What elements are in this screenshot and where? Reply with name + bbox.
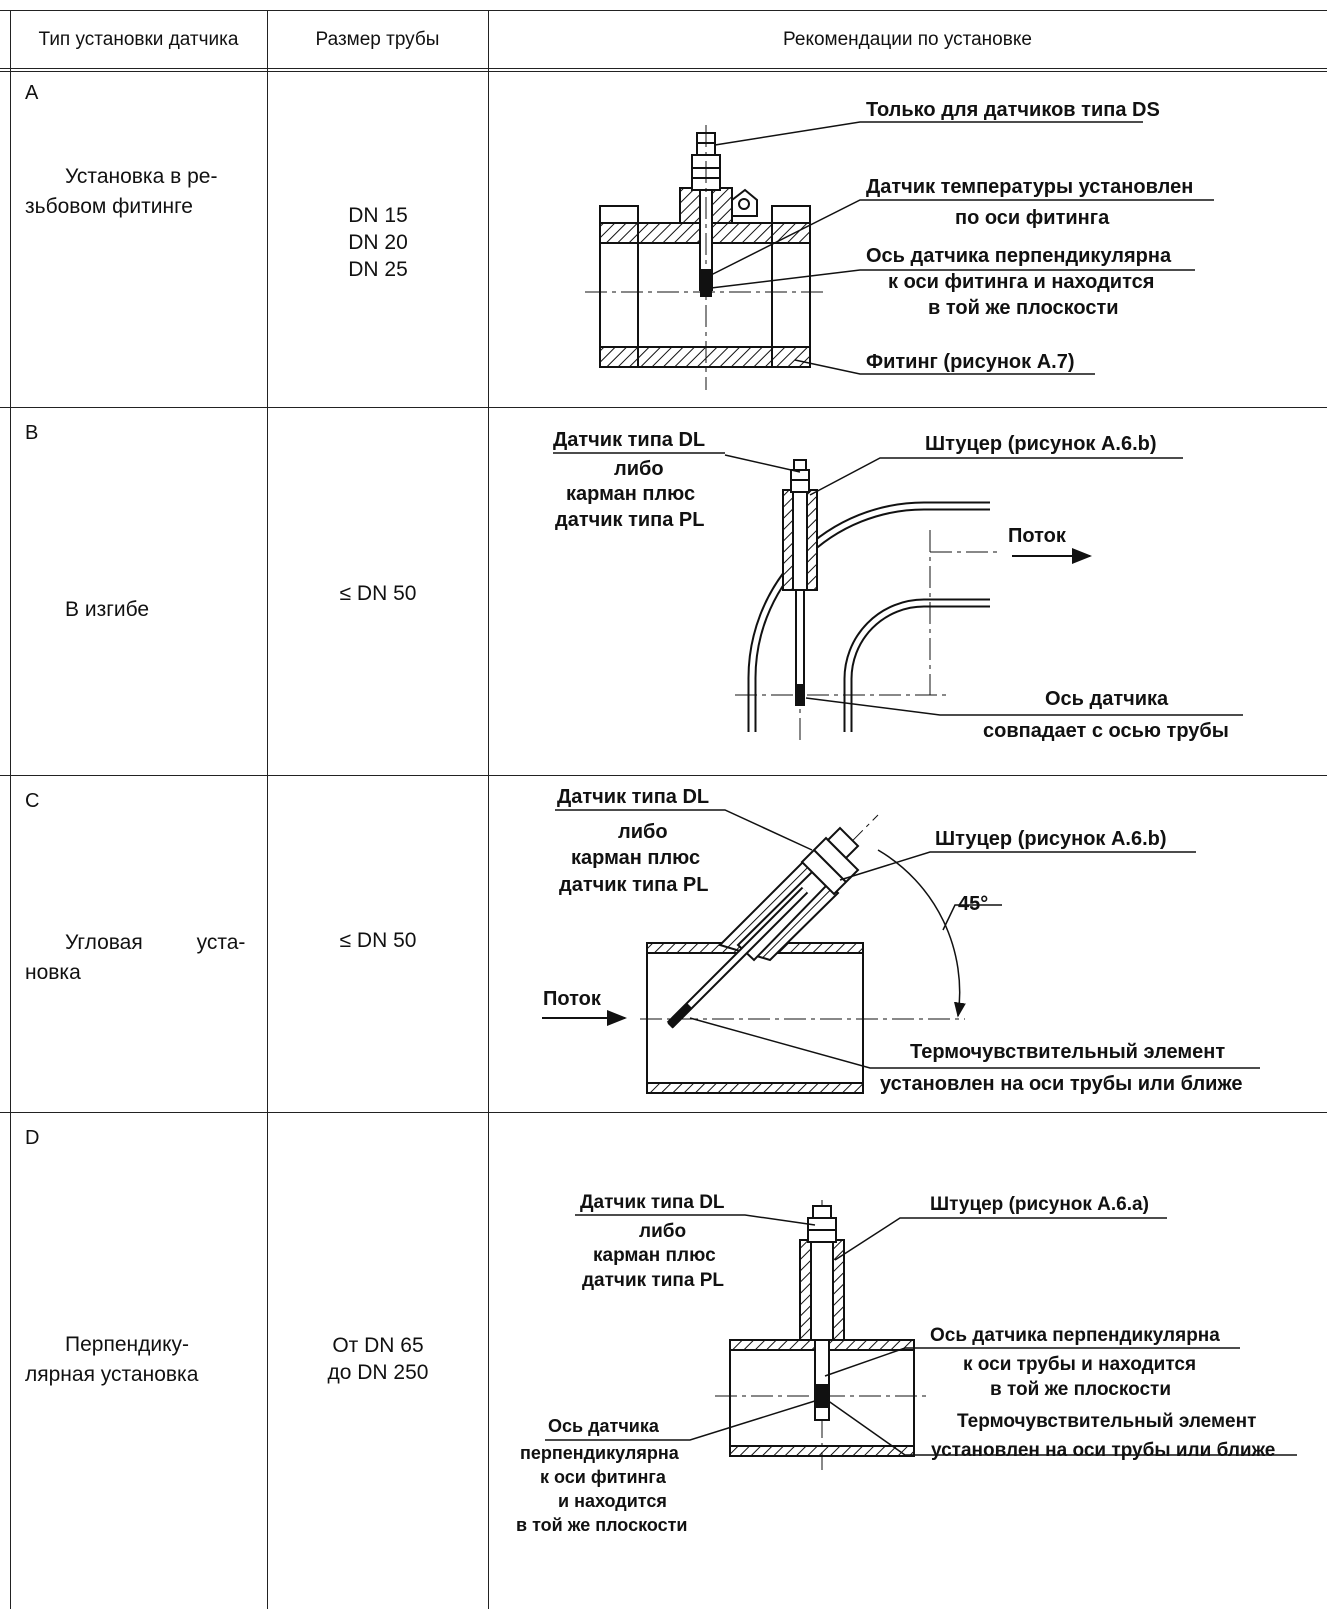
drawing-d-label-same-plane: в той же плоскости (990, 1379, 1171, 1400)
drawing-a-label-axis-fitting: к оси фитинга и находится (888, 271, 1154, 293)
row-c-size-line1: ≤ DN 50 (339, 929, 417, 952)
drawing-c-angled (542, 809, 1260, 1094)
row-b-size-line1: ≤ DN 50 (339, 582, 417, 605)
drawing-d-label-element-axis: установлен на оси трубы или ближе (931, 1440, 1275, 1461)
drawing-d-label-fitting: Штуцер (рисунок А.6.a) (930, 1194, 1149, 1215)
row-d-desc-line1: Перпендику- (65, 1333, 190, 1356)
drawing-b-label-pl: датчик типа PL (555, 509, 705, 531)
drawing-d-label-axis-sensor: Ось датчика (548, 1416, 660, 1436)
drawing-a-label-axis-perp: Ось датчика перпендикулярна (866, 245, 1172, 267)
drawing-b-label-fitting: Штуцер (рисунок А.6.b) (925, 433, 1157, 455)
row-divider-cd (0, 1112, 1327, 1113)
drawing-b-label-or: либо (614, 458, 664, 480)
header-pipe-size: Размер трубы (315, 29, 440, 50)
row-a-description: Установка в ре- зьбовом фитинге (25, 162, 255, 222)
drawing-c-label-flow: Поток (543, 988, 602, 1010)
header-sensor-type: Тип установки датчика (38, 29, 239, 50)
drawing-b-label-flow: Поток (1008, 525, 1067, 547)
drawing-c-label-pocket: карман плюс (571, 847, 700, 869)
row-c-size: ≤ DN 50 (268, 927, 488, 954)
row-divider-bc (0, 775, 1327, 776)
drawing-c-label-pl: датчик типа PL (559, 874, 709, 896)
row-a-letter: A (25, 82, 39, 104)
row-a-size-line3: DN 25 (348, 258, 408, 281)
drawing-d-label-fitting-axis: к оси фитинга (540, 1467, 667, 1487)
drawing-c-label-dl: Датчик типа DL (557, 786, 709, 808)
table-border-top (0, 10, 1327, 11)
drawing-a-label-fitting-ref: Фитинг (рисунок А.7) (866, 351, 1075, 373)
row-a-size: DN 15 DN 20 DN 25 (268, 202, 488, 283)
drawing-d-label-pocket: карман плюс (593, 1245, 716, 1266)
drawing-c-label-fitting: Штуцер (рисунок А.6.b) (935, 828, 1167, 850)
drawing-d-label-element: Термочувствительный элемент (957, 1411, 1256, 1432)
row-c-desc-line2: новка (25, 961, 81, 984)
drawing-d-label-located: и находится (558, 1491, 667, 1511)
drawing-d-label-dl: Датчик типа DL (580, 1192, 725, 1213)
drawing-c-label-or: либо (618, 821, 668, 843)
row-b-description: В изгибе (25, 595, 255, 625)
drawing-d-label-axis-pipe: к оси трубы и находится (963, 1354, 1196, 1375)
drawing-b-label-pocket: карман плюс (566, 483, 695, 505)
header-divider-2 (0, 71, 1327, 72)
row-b-letter: B (25, 422, 39, 444)
drawing-d-label-or: либо (639, 1221, 686, 1242)
row-d-size: От DN 65 до DN 250 (268, 1332, 488, 1386)
row-c-desc-line1: Угловая уста- (65, 931, 246, 954)
row-a-size-line2: DN 20 (348, 231, 408, 254)
row-divider-ab (0, 407, 1327, 408)
drawing-c-label-angle: 45° (958, 893, 988, 915)
table-border-left (10, 10, 11, 1609)
row-b-desc-line1: В изгибе (65, 598, 150, 621)
drawing-a-label-temp-sensor: Датчик температуры установлен (866, 176, 1193, 198)
drawing-d-label-same-plane-2: в той же плоскости (516, 1515, 688, 1535)
drawing-d-label-axis-perp: Ось датчика перпендикулярна (930, 1325, 1220, 1346)
row-d-size-line2: до DN 250 (327, 1361, 429, 1384)
drawing-b-bend (553, 452, 1243, 745)
row-b-size: ≤ DN 50 (268, 580, 488, 607)
header-recommendations: Рекомендации по установке (783, 29, 1032, 50)
drawing-d-label-pl: датчик типа PL (582, 1270, 724, 1291)
row-d-desc-line2: лярная установка (25, 1363, 199, 1386)
row-c-description: Угловая уста- новка (25, 928, 255, 988)
row-a-desc-line1: Установка в ре- (65, 165, 218, 188)
drawing-d-perpendicular (545, 1200, 1297, 1470)
header-divider (0, 68, 1327, 69)
row-c-letter: C (25, 790, 40, 812)
drawing-a-label-fitting-axis: по оси фитинга (955, 207, 1110, 229)
table-divider-col2 (488, 10, 489, 1609)
drawing-b-label-axis: Ось датчика (1045, 688, 1169, 710)
drawing-a-label-ds-only: Только для датчиков типа DS (866, 99, 1160, 121)
drawing-c-label-element: Термочувствительный элемент (910, 1041, 1225, 1063)
drawing-c-label-element-axis: установлен на оси трубы или ближе (880, 1073, 1243, 1095)
row-a-size-line1: DN 15 (348, 204, 408, 227)
row-d-size-line1: От DN 65 (332, 1334, 424, 1357)
drawing-d-label-perpendicular: перпендикулярна (520, 1443, 680, 1463)
drawing-a-threaded-fitting (585, 121, 1214, 390)
drawing-b-label-axis-match: совпадает с осью трубы (983, 720, 1229, 742)
drawing-a-label-same-plane: в той же плоскости (928, 297, 1119, 319)
row-a-desc-line2: зьбовом фитинге (25, 195, 193, 218)
row-d-description: Перпендику- лярная установка (25, 1330, 255, 1390)
drawing-b-label-dl: Датчик типа DL (553, 429, 705, 451)
row-d-letter: D (25, 1127, 40, 1149)
table-divider-col1 (267, 10, 268, 1609)
